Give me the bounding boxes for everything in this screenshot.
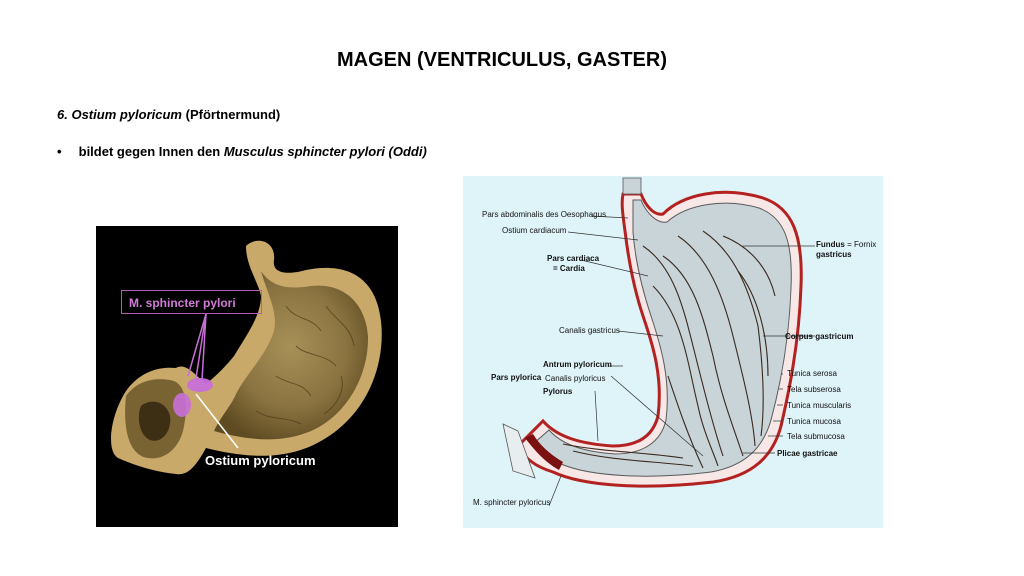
leader-lines-right [743,245,815,454]
label-oesophagus: Pars abdominalis des Oesophagus [482,210,607,219]
label-fornix-text: = Fornix [847,240,877,249]
stomach-diagram-illustration [502,177,815,507]
bullet-term: Musculus sphincter pylori (Oddi) [223,144,427,159]
label-muscularis: Tunica muscularis [787,401,852,410]
label-canalis-pyloricus: Canalis pyloricus [545,374,606,383]
stomach-lumen [214,271,369,440]
label-corpus: Corpus gastricum [785,332,854,341]
oesophagus [622,177,642,195]
duodenum-stump [502,423,536,479]
label-mucosa: Tunica mucosa [787,417,841,426]
section-heading: 6. Ostium pyloricum (Pförtnermund) [57,107,280,122]
label-ostium-cardiacum: Ostium cardiacum [502,226,567,235]
stomach-photo: M. sphincter pylori Ostium pyloricum [96,226,398,527]
label-pars-cardiaca: Pars cardiaca [547,254,600,263]
label-cardia: = Cardia [553,264,585,273]
label-canalis-gastricus: Canalis gastricus [559,326,620,335]
label-sphincter: M. sphincter pyloricus [473,498,551,507]
label-serosa: Tunica serosa [787,369,837,378]
bullet-text: bildet gegen Innen den [78,144,221,159]
label-fundus: Fundus = Fornix [816,240,876,249]
label-pylorus: Pylorus [543,387,573,396]
label-subserosa: Tela subserosa [787,385,841,394]
label-pars-pylorica: Pars pylorica [491,373,542,382]
label-gastricus: gastricus [816,250,852,259]
label-antrum: Antrum pyloricum [543,360,612,369]
stomach-diagram: Pars abdominalis des Oesophagus Ostium c… [463,176,883,528]
label-submucosa: Tela submucosa [787,432,845,441]
sphincter-label: M. sphincter pylori [121,290,262,314]
leader-lines-left [548,215,704,507]
bullet-item: • bildet gegen Innen den Musculus sphinc… [57,144,427,159]
page-title: MAGEN (VENTRICULUS, GASTER) [337,49,667,71]
stomach-photo-illustration [111,240,382,475]
section-note: (Pförtnermund) [185,107,281,122]
label-fundus-text: Fundus [816,240,845,249]
ostium-label: Ostium pyloricum [205,453,316,468]
section-term: Ostium pyloricum [71,107,182,122]
sphincter-marker-lower [173,393,191,417]
mucosa [532,199,792,477]
section-number: 6. [57,107,68,122]
bullet-symbol: • [57,144,62,159]
sphincter-pyloricus [525,434,563,470]
sphincter-marker-upper [187,378,213,392]
plicae-folds [562,230,776,469]
label-plicae: Plicae gastricae [777,449,838,458]
